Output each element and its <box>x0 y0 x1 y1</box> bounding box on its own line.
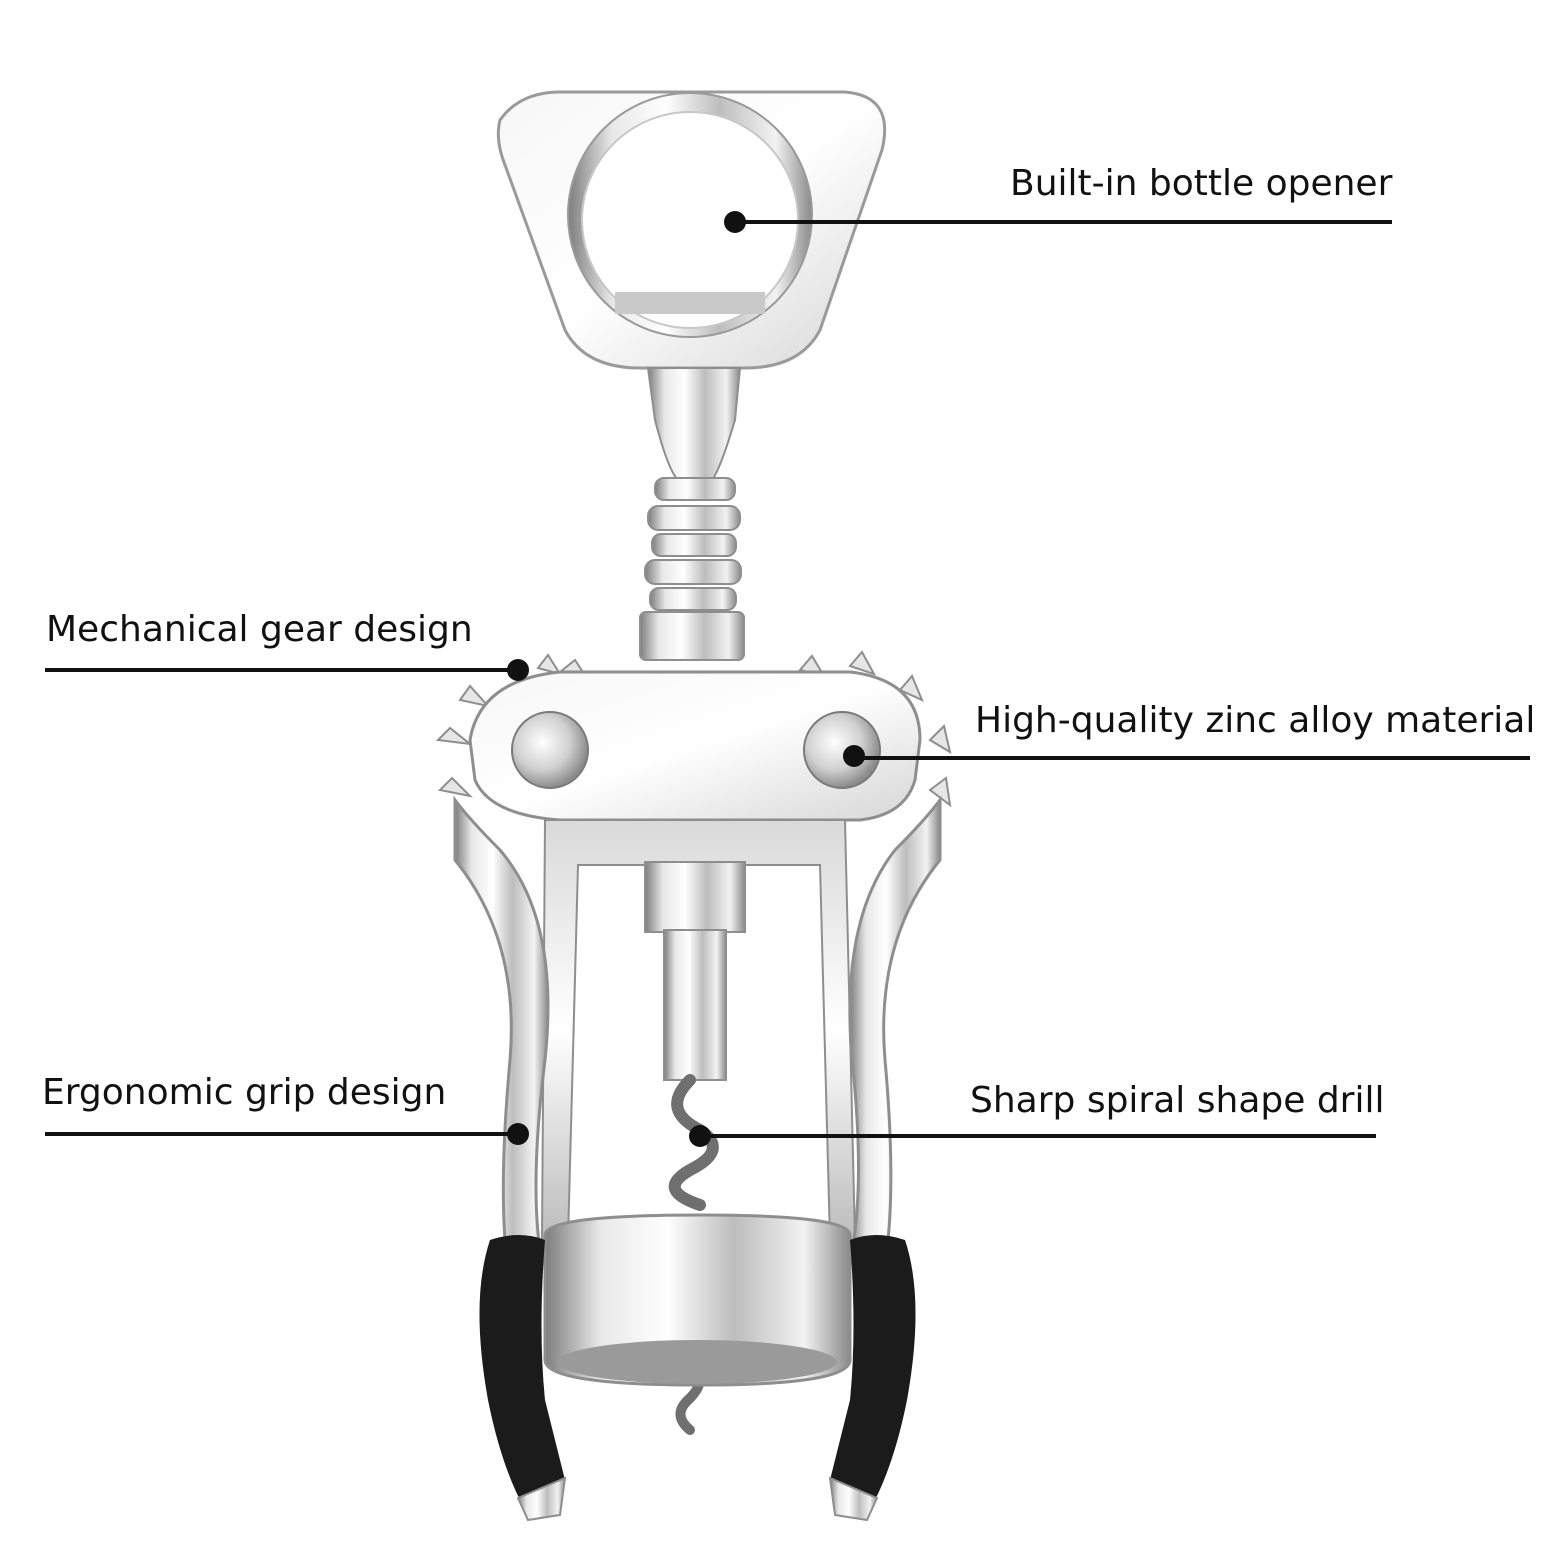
callout-grip-label: Ergonomic grip design <box>42 1072 447 1113</box>
left-rubber-grip <box>479 1235 567 1522</box>
center-shaft <box>644 861 746 1081</box>
neck <box>646 367 742 481</box>
callout-gear-line <box>45 668 518 672</box>
bottle-cup <box>543 1213 852 1387</box>
callout-drill-label: Sharp spiral shape drill <box>970 1080 1385 1121</box>
right-rubber-grip <box>828 1235 916 1522</box>
callout-gear-dot <box>507 659 529 681</box>
callout-bottle-opener-line <box>735 220 1392 224</box>
callout-bottle-opener-dot <box>724 211 746 233</box>
left-lever-arm <box>453 795 550 1253</box>
spring-coils <box>639 477 745 661</box>
callout-gear-label: Mechanical gear design <box>46 609 473 650</box>
callout-drill-dot <box>689 1125 711 1147</box>
callout-drill-line <box>700 1134 1376 1138</box>
right-rivet <box>803 711 881 789</box>
callout-material-line <box>854 756 1530 760</box>
spiral-drill <box>668 1074 719 1211</box>
left-rivet <box>511 711 589 789</box>
callout-bottle-opener-label: Built-in bottle opener <box>1010 163 1393 204</box>
bottle-opener-head <box>496 90 887 370</box>
callout-material-dot <box>843 745 865 767</box>
callout-grip-dot <box>507 1123 529 1145</box>
callout-material-label: High-quality zinc alloy material <box>975 700 1536 741</box>
callout-grip-line <box>45 1132 518 1136</box>
gear-plate <box>468 670 922 822</box>
right-lever-arm <box>848 795 942 1253</box>
